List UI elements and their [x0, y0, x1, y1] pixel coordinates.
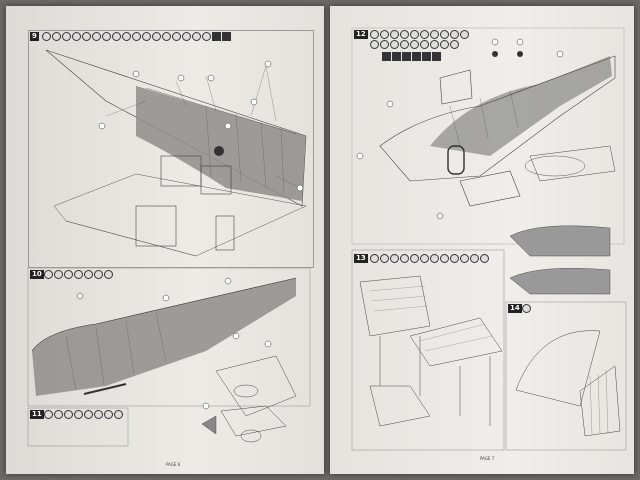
paint-code-icon: [182, 32, 191, 41]
paint-code-icon: [400, 254, 409, 263]
paint-code-icon: [430, 40, 439, 49]
paint-code-icon: [440, 40, 449, 49]
step-11-number: 11: [30, 410, 44, 419]
paint-code-icon: [410, 30, 419, 39]
paint-code-icon: [142, 32, 151, 41]
step-12-paint-codes-row3: [382, 52, 441, 61]
step-11-paint-codes: [44, 410, 123, 419]
paint-code-icon: [162, 32, 171, 41]
paint-code-icon: [450, 254, 459, 263]
paint-code-icon: [104, 270, 113, 279]
paint-code-icon: [432, 52, 441, 61]
paint-code-icon: [390, 254, 399, 263]
paint-code-icon: [172, 32, 181, 41]
paint-code-icon: [390, 30, 399, 39]
paint-code-icon: [192, 32, 201, 41]
paint-code-icon: [380, 254, 389, 263]
step-9-panel: [28, 30, 314, 268]
paint-code-icon: [132, 32, 141, 41]
paint-code-icon: [522, 304, 531, 313]
step-12-paint-codes: [370, 30, 469, 39]
step-12-fuselage-drawing: [351, 27, 627, 451]
paint-code-icon: [62, 32, 71, 41]
paint-code-icon: [84, 270, 93, 279]
step-12-paint-codes-row2: [370, 40, 459, 49]
step-14-paint-codes: [522, 304, 531, 313]
paint-code-icon: [392, 52, 401, 61]
step-9-paint-codes: [42, 32, 231, 41]
paint-code-icon: [122, 32, 131, 41]
paint-code-icon: [44, 410, 53, 419]
paint-code-icon: [84, 410, 93, 419]
paint-code-icon: [460, 254, 469, 263]
step-12-number: 12: [354, 30, 368, 39]
paint-code-icon: [460, 30, 469, 39]
paint-code-icon: [92, 32, 101, 41]
paint-code-icon: [370, 30, 379, 39]
paint-code-icon: [104, 410, 113, 419]
paint-code-icon: [380, 40, 389, 49]
paint-code-icon: [410, 254, 419, 263]
paint-code-icon: [42, 32, 51, 41]
paint-code-icon: [222, 32, 231, 41]
paint-code-icon: [420, 30, 429, 39]
instruction-page-left: 9: [6, 6, 324, 474]
paint-code-icon: [370, 254, 379, 263]
paint-code-icon: [430, 254, 439, 263]
step-14-number: 14: [508, 304, 522, 313]
paint-code-icon: [412, 52, 421, 61]
paint-code-icon: [54, 410, 63, 419]
paint-code-icon: [450, 40, 459, 49]
paint-code-icon: [450, 30, 459, 39]
step-13-paint-codes: [370, 254, 489, 263]
page-number-left: PAGE 6: [166, 462, 181, 467]
paint-code-icon: [400, 40, 409, 49]
paint-code-icon: [370, 40, 379, 49]
paint-code-icon: [74, 270, 83, 279]
paint-code-icon: [212, 32, 221, 41]
paint-code-icon: [402, 52, 411, 61]
paint-code-icon: [74, 410, 83, 419]
paint-code-icon: [44, 270, 53, 279]
step-10-paint-codes: [44, 270, 113, 279]
paint-code-icon: [102, 32, 111, 41]
paint-code-icon: [420, 40, 429, 49]
paint-code-icon: [54, 270, 63, 279]
paint-code-icon: [64, 270, 73, 279]
paint-code-icon: [430, 30, 439, 39]
paint-code-icon: [94, 270, 103, 279]
paint-code-icon: [202, 32, 211, 41]
paint-code-icon: [382, 52, 391, 61]
paint-code-icon: [470, 254, 479, 263]
paint-code-icon: [422, 52, 431, 61]
paint-code-icon: [380, 30, 389, 39]
paint-code-icon: [64, 410, 73, 419]
paint-code-icon: [94, 410, 103, 419]
instruction-page-right: 12 13: [330, 6, 634, 474]
paint-code-icon: [112, 32, 121, 41]
paint-code-icon: [420, 254, 429, 263]
paint-code-icon: [390, 40, 399, 49]
paint-code-icon: [440, 30, 449, 39]
paint-code-icon: [52, 32, 61, 41]
paint-code-icon: [72, 32, 81, 41]
paint-code-icon: [410, 40, 419, 49]
step-9-number: 9: [30, 32, 39, 41]
step-9-fuselage-drawing: [27, 49, 311, 447]
paint-code-icon: [440, 254, 449, 263]
paint-code-icon: [82, 32, 91, 41]
paint-code-icon: [152, 32, 161, 41]
step-13-number: 13: [354, 254, 368, 263]
paint-code-icon: [480, 254, 489, 263]
paint-code-icon: [114, 410, 123, 419]
page-number-right: PAGE 7: [480, 456, 495, 461]
paint-code-icon: [400, 30, 409, 39]
step-10-number: 10: [30, 270, 44, 279]
